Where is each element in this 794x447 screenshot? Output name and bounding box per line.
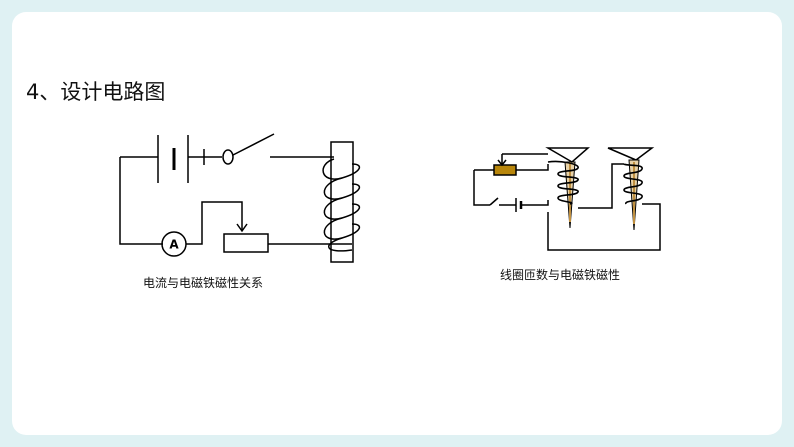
battery-icon xyxy=(157,135,189,183)
coil-icon xyxy=(322,158,361,252)
left-circuit xyxy=(119,133,361,263)
wire xyxy=(521,200,549,206)
switch-icon xyxy=(489,197,499,206)
slide-card: 4、设计电路图 xyxy=(12,12,782,435)
slide-title: 4、设计电路图 xyxy=(26,80,166,104)
left-circuit-caption: 电流与电磁铁磁性关系 xyxy=(143,276,264,290)
circuit-diagrams: A xyxy=(119,133,661,263)
rheostat-icon xyxy=(493,164,517,176)
ammeter-label: A xyxy=(169,238,179,252)
wire xyxy=(119,157,163,245)
slider-arrow-icon xyxy=(497,154,507,167)
wire xyxy=(473,170,490,206)
nail-electromagnet-many-turns xyxy=(607,147,655,231)
wire xyxy=(547,203,661,251)
switch-icon xyxy=(203,133,275,165)
wire xyxy=(578,163,624,209)
slider-arrow-icon xyxy=(236,223,248,233)
wire xyxy=(186,201,243,245)
right-circuit xyxy=(473,147,661,251)
rheostat-icon xyxy=(223,233,269,253)
right-circuit-caption: 线圈匝数与电磁铁磁性 xyxy=(500,268,621,282)
coil-icon xyxy=(547,160,579,205)
coil-icon xyxy=(623,163,643,205)
nail-electromagnet-few-turns xyxy=(545,147,590,229)
wire xyxy=(516,164,549,171)
battery-icon xyxy=(515,198,523,212)
